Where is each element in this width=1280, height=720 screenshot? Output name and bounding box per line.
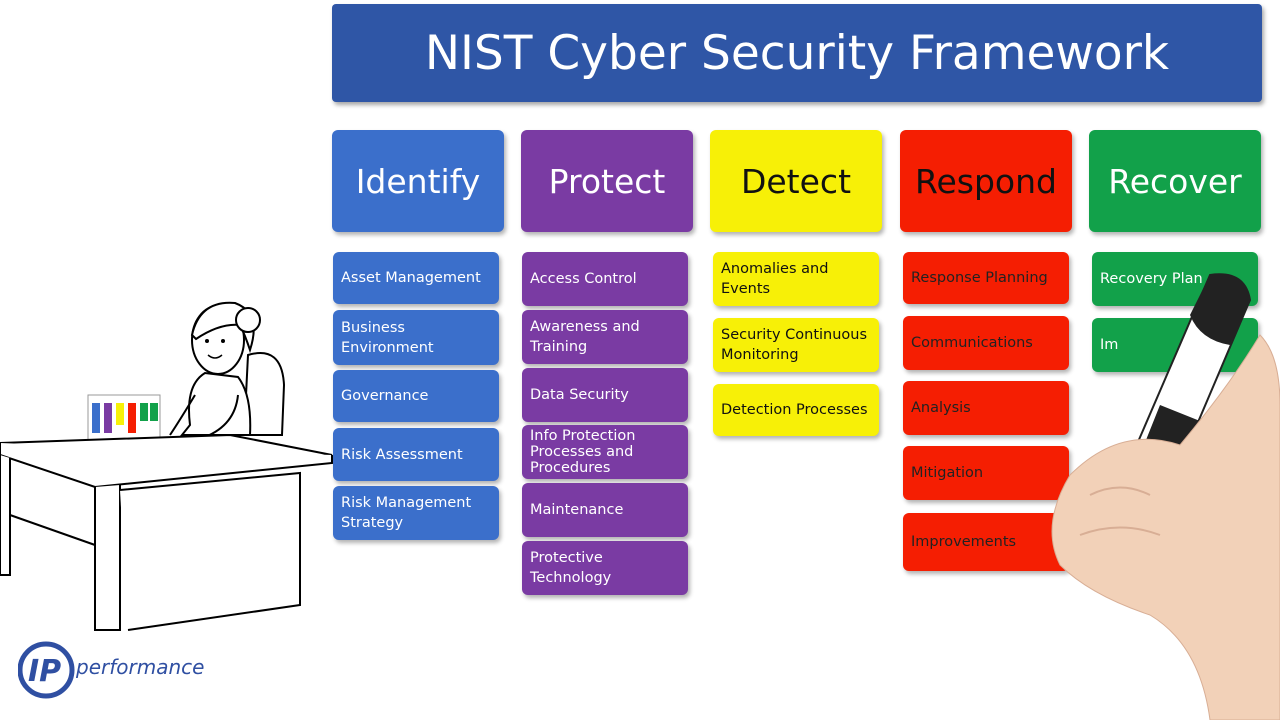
heading-respond: Respond: [900, 130, 1072, 232]
identify-item: Risk Assessment: [333, 428, 499, 481]
detect-item: Detection Processes: [713, 384, 879, 436]
identify-item: Asset Management: [333, 252, 499, 304]
hand-holding-marker-illustration: [1051, 273, 1280, 720]
heading-identify: Identify: [332, 130, 504, 232]
respond-item: Communications: [903, 316, 1069, 370]
detect-item: Security Continuous Monitoring: [713, 318, 879, 372]
heading-protect: Protect: [521, 130, 693, 232]
woman-at-desk-illustration: [0, 301, 333, 631]
protect-item: Protective Technology: [522, 541, 688, 595]
protect-item: Data Security: [522, 368, 688, 422]
identify-item: Risk Management Strategy: [333, 486, 499, 540]
heading-recover: Recover: [1089, 130, 1261, 232]
logo-text: performance: [76, 655, 205, 679]
protect-item: Info Protection Processes and Procedures: [522, 425, 688, 479]
identify-item: Business Environment: [333, 310, 499, 365]
framework-title: NIST Cyber Security Framework: [332, 4, 1262, 102]
logo-letters: IP: [28, 654, 61, 689]
ip-performance-logo: IP: [18, 641, 75, 699]
identify-item: Governance: [333, 370, 499, 422]
respond-item: Response Planning: [903, 252, 1069, 304]
heading-detect: Detect: [710, 130, 882, 232]
protect-item: Access Control: [522, 252, 688, 306]
protect-item: Maintenance: [522, 483, 688, 537]
detect-item: Anomalies and Events: [713, 252, 879, 306]
respond-item: Improvements: [903, 513, 1069, 571]
respond-item: Analysis: [903, 381, 1069, 435]
protect-item: Awareness and Training: [522, 310, 688, 364]
respond-item: Mitigation: [903, 446, 1069, 500]
